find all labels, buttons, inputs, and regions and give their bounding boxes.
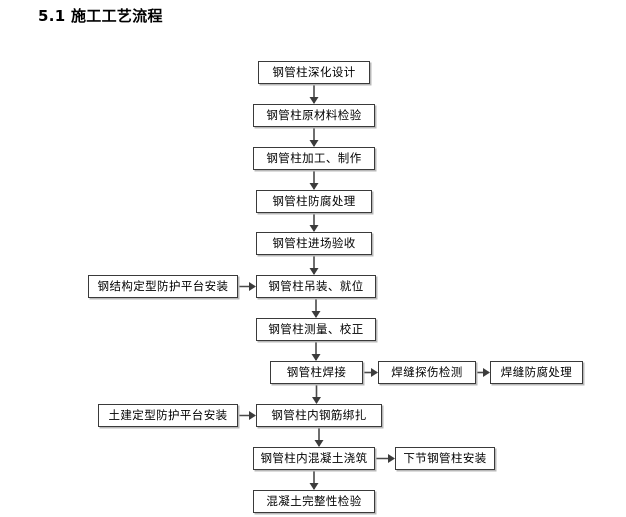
flow-node-n10: 焊缝探伤检测 [378,361,476,384]
flow-node-n13: 钢管柱内钢筋绑扎 [256,404,382,427]
flow-node-label: 钢管柱原材料检验 [266,107,362,122]
flow-node-label: 钢管柱焊接 [286,364,347,379]
flow-node-label: 焊缝防腐处理 [500,364,573,379]
flow-node-label: 钢管柱加工、制作 [266,150,362,165]
flow-node-n1: 钢管柱深化设计 [258,61,370,84]
flow-node-n6: 钢结构定型防护平台安装 [88,275,238,298]
flow-node-n11: 焊缝防腐处理 [490,361,583,384]
flow-edge-n7-n8-arrowhead [311,311,321,318]
flow-node-n15: 下节钢管柱安装 [395,447,495,470]
flow-node-label: 钢管柱内钢筋绑扎 [271,407,367,422]
flow-edge-n6-n7-arrowhead [249,282,256,291]
flow-edge-n5-n7-arrowhead [309,268,319,275]
flow-node-label: 混凝土完整性检验 [266,493,362,508]
flow-edge-n4-n5-arrowhead [309,225,319,232]
flow-node-label: 钢管柱进场验收 [272,235,356,250]
flow-node-label: 焊缝探伤检测 [391,364,463,379]
flow-edge-n13-n14-arrowhead [314,440,324,447]
flow-edge-n14-n15-arrowhead [388,454,395,463]
flow-edge-n2-n3-arrowhead [309,140,319,147]
flow-node-n7: 钢管柱吊装、就位 [256,275,376,298]
flow-edge-n9-n13-arrowhead [312,397,321,404]
flow-node-label: 钢管柱测量、校正 [268,321,364,336]
flow-edge-n9-n10-arrowhead [371,368,378,377]
flow-edge-n14-n16-arrowhead [309,483,319,490]
flow-node-n12: 土建定型防护平台安装 [98,404,238,427]
flow-node-n4: 钢管柱防腐处理 [256,190,372,213]
flow-node-n2: 钢管柱原材料检验 [253,104,375,127]
flow-edge-n12-n13-arrowhead [249,411,256,420]
flow-node-label: 钢管柱吊装、就位 [268,278,364,293]
flow-node-n14: 钢管柱内混凝土浇筑 [253,447,375,470]
flow-node-label: 钢管柱防腐处理 [272,193,356,208]
flow-node-label: 下节钢管柱安装 [403,450,487,465]
flow-edge-n10-n11-arrowhead [483,368,490,377]
flow-node-n5: 钢管柱进场验收 [256,232,372,255]
page-title: 5.1 施工工艺流程 [38,7,163,25]
flow-node-n16: 混凝土完整性检验 [253,490,375,513]
flow-node-n8: 钢管柱测量、校正 [256,318,376,341]
flow-node-label: 钢管柱深化设计 [272,64,356,79]
flow-node-n9: 钢管柱焊接 [270,361,363,384]
flow-edge-n1-n2-arrowhead [309,97,319,104]
flow-edge-n3-n4-arrowhead [309,183,319,190]
flow-node-n3: 钢管柱加工、制作 [253,147,375,170]
flow-node-label: 土建定型防护平台安装 [108,407,228,422]
flow-edge-n8-n9-arrowhead [311,354,321,361]
flow-node-label: 钢结构定型防护平台安装 [97,278,229,293]
flow-node-label: 钢管柱内混凝土浇筑 [260,450,368,465]
